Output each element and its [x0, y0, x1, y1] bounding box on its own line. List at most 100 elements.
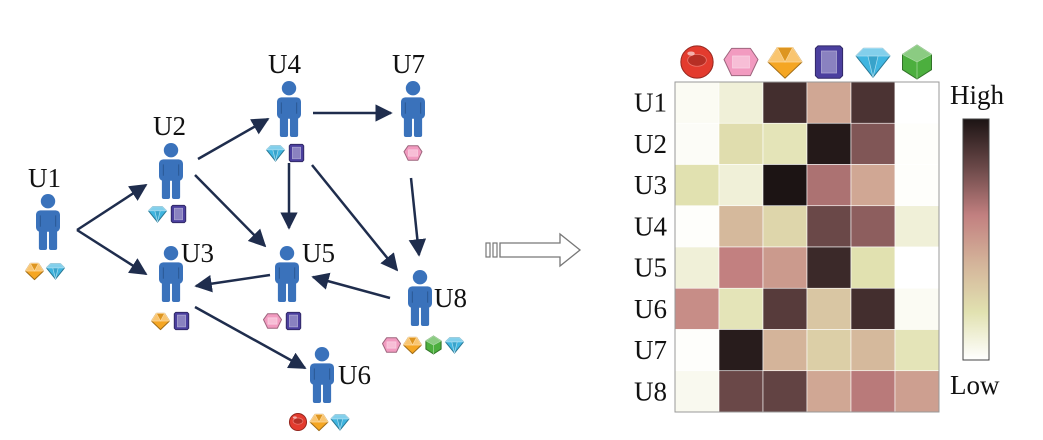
node-gems	[150, 311, 190, 331]
user-icon	[36, 194, 60, 250]
green-gem-icon	[425, 335, 442, 355]
heatmap-cell	[894, 370, 940, 413]
orange-gem-icon	[402, 336, 423, 355]
heatmap-cell	[674, 81, 720, 124]
edge-u2-u4	[197, 117, 270, 161]
orange-gem-icon	[767, 47, 803, 79]
purple-gem-icon	[285, 311, 302, 331]
heatmap-cell	[718, 164, 764, 207]
heatmap-cells	[674, 81, 940, 413]
user-icon	[275, 246, 299, 302]
edge-u8-u5	[311, 272, 391, 300]
node-gems	[147, 204, 187, 224]
heatmap-cell	[850, 329, 896, 372]
heatmap-cell	[806, 81, 852, 124]
node-u3: U3	[150, 238, 214, 331]
edge-u1-u2	[76, 183, 148, 232]
purple-gem-icon	[288, 143, 305, 163]
heatmap-cell	[718, 246, 764, 289]
heatmap-cell	[894, 329, 940, 372]
heatmap-cell	[850, 205, 896, 248]
legend-low-label: Low	[950, 370, 1000, 400]
heatmap-cell	[762, 246, 808, 289]
heatmap-cell	[850, 370, 896, 413]
node-u2: U2	[147, 111, 187, 224]
heatmap-cell	[674, 287, 720, 330]
green-gem-icon	[901, 44, 933, 80]
node-gems	[263, 311, 302, 331]
row-label: U1	[634, 88, 667, 118]
cyan-gem-icon	[45, 263, 66, 280]
purple-gem-icon	[814, 45, 844, 79]
heatmap-cell	[894, 246, 940, 289]
heatmap-cell	[718, 122, 764, 165]
heatmap-column-gems	[680, 44, 933, 80]
heatmap-cell	[674, 164, 720, 207]
row-label: U5	[634, 253, 667, 283]
row-label: U8	[634, 376, 667, 406]
heatmap-cell	[718, 287, 764, 330]
orange-gem-icon	[24, 262, 45, 281]
node-label: U7	[392, 49, 425, 79]
node-u5: U5	[263, 238, 335, 331]
user-icon	[277, 81, 301, 137]
red-gem-icon	[288, 412, 308, 432]
heatmap-cell	[718, 329, 764, 372]
node-u7: U7	[392, 49, 425, 161]
heatmap-cell	[762, 329, 808, 372]
pink-gem-icon	[403, 145, 423, 161]
purple-gem-icon	[173, 311, 190, 331]
node-label: U1	[28, 163, 61, 193]
row-label: U2	[634, 129, 667, 159]
heatmap-cell	[850, 81, 896, 124]
user-icon	[401, 81, 425, 137]
cyan-gem-icon	[265, 145, 286, 162]
node-u8: U8	[382, 270, 467, 355]
node-label: U8	[434, 283, 467, 313]
heatmap-cell	[718, 81, 764, 124]
pink-gem-icon	[382, 337, 401, 353]
transition-arrow-icon	[485, 232, 582, 268]
row-label: U4	[634, 211, 667, 241]
heatmap-cell	[894, 287, 940, 330]
edge-u4-u8	[311, 164, 399, 272]
heatmap-cell	[674, 205, 720, 248]
node-label: U6	[338, 360, 371, 390]
node-label: U3	[181, 238, 214, 268]
node-u1: U1	[24, 163, 66, 281]
node-gems	[403, 145, 423, 161]
heatmap-cell	[850, 287, 896, 330]
heatmap-cell	[762, 81, 808, 124]
heatmap-cell	[806, 329, 852, 372]
heatmap-cell	[674, 246, 720, 289]
heatmap-cell	[762, 205, 808, 248]
heatmap-cell	[762, 122, 808, 165]
node-label: U2	[153, 111, 186, 141]
orange-gem-icon	[150, 312, 171, 331]
node-u6: U6	[288, 347, 371, 432]
heatmap-cell	[718, 370, 764, 413]
user-icon	[408, 270, 432, 326]
legend-high-label: High	[950, 80, 1005, 110]
pink-gem-icon	[723, 47, 759, 77]
edge-u7-u8	[408, 177, 427, 257]
cyan-gem-icon	[444, 337, 465, 354]
heatmap-cell	[850, 246, 896, 289]
heatmap-cell	[674, 122, 720, 165]
edge-u1-u3	[76, 228, 148, 276]
row-label: U3	[634, 170, 667, 200]
edge-u2-u5	[194, 174, 267, 248]
heatmap-cell	[806, 246, 852, 289]
heatmap-cell	[806, 287, 852, 330]
user-icon	[310, 347, 334, 403]
graph-edges	[76, 104, 427, 370]
heatmap-cell	[894, 164, 940, 207]
purple-gem-icon	[170, 204, 187, 224]
node-gems	[24, 262, 66, 281]
heatmap-cell	[850, 122, 896, 165]
row-label: U7	[634, 335, 667, 365]
